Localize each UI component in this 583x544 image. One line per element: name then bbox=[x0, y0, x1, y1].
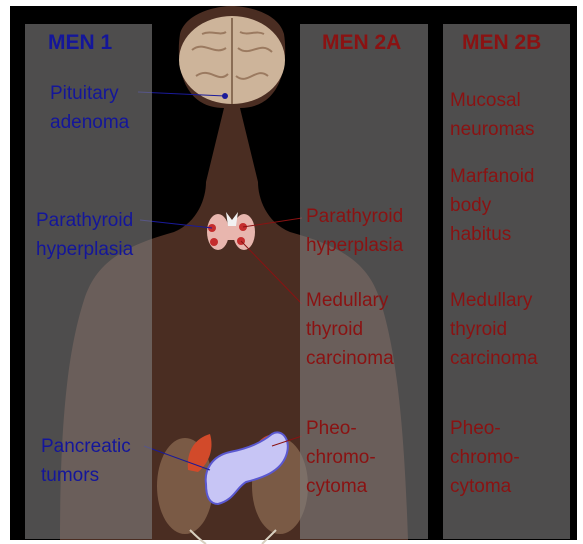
men2b-label-medullary: Medullary thyroid carcinoma bbox=[450, 286, 538, 373]
men2a-label-parathyroid: Parathyroid hyperplasia bbox=[306, 202, 403, 260]
brain bbox=[179, 16, 285, 104]
men1-label-pituitary: Pituitary adenoma bbox=[50, 79, 129, 137]
men2a-label-pheo: Pheo- chromo- cytoma bbox=[306, 414, 376, 501]
men2b-label-marfanoid: Marfanoid body habitus bbox=[450, 162, 535, 249]
men2a-header: MEN 2A bbox=[322, 31, 401, 55]
men2a-label-medullary: Medullary thyroid carcinoma bbox=[306, 286, 394, 373]
men2b-label-pheo: Pheo- chromo- cytoma bbox=[450, 414, 520, 501]
men1-label-parathyroid: Parathyroid hyperplasia bbox=[36, 206, 133, 264]
men1-header: MEN 1 bbox=[48, 31, 112, 55]
men2b-header: MEN 2B bbox=[462, 31, 541, 55]
men2b-label-mucosal: Mucosal neuromas bbox=[450, 86, 535, 144]
men1-label-pancreatic: Pancreatic tumors bbox=[41, 432, 131, 490]
